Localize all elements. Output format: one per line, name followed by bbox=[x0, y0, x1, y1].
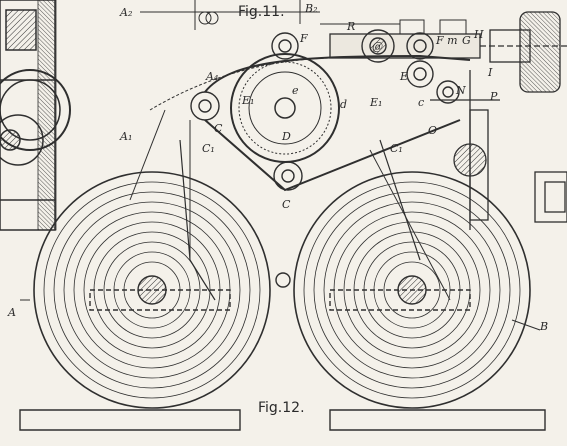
label-e: E bbox=[399, 70, 408, 83]
label-b2: B₂ bbox=[304, 2, 318, 15]
figure-11-caption: Fig.11. bbox=[238, 4, 285, 20]
top-rollers bbox=[271, 29, 460, 104]
coil-a bbox=[33, 171, 271, 409]
label-b-right: B bbox=[539, 320, 548, 333]
label-d: d bbox=[340, 98, 347, 111]
label-a-circle: @ bbox=[372, 40, 383, 53]
label-c-bottom: C bbox=[282, 198, 291, 211]
figure-12-caption: Fig.12. bbox=[258, 400, 305, 416]
label-c-left: C bbox=[214, 122, 223, 135]
label-p: P bbox=[489, 90, 498, 103]
label-c1-left: C₁ bbox=[202, 142, 215, 155]
label-e1-right: E₁ bbox=[369, 96, 382, 109]
frame-base bbox=[19, 272, 546, 431]
label-a2: A₂ bbox=[119, 6, 132, 19]
drum-d bbox=[230, 53, 340, 163]
label-o: O bbox=[428, 124, 437, 137]
label-e-small: e bbox=[292, 84, 299, 97]
label-c1-right: C₁ bbox=[390, 142, 403, 155]
label-a1: A₁ bbox=[119, 130, 132, 143]
label-f-top: F bbox=[299, 32, 308, 45]
label-h: H bbox=[473, 28, 484, 41]
fig11-machine bbox=[0, 0, 71, 231]
label-i: I bbox=[487, 66, 493, 79]
part-labels: A₂ B₂ F R @ F m G H I A₄ E E₁ e d E₁ c N… bbox=[7, 2, 548, 333]
top-frame bbox=[140, 0, 467, 35]
label-g: G bbox=[462, 34, 471, 47]
label-a: A bbox=[7, 306, 16, 319]
label-d-drum: D bbox=[281, 130, 291, 143]
web-path bbox=[129, 54, 471, 301]
label-e1-left: E₁ bbox=[241, 94, 254, 107]
right-assembly bbox=[329, 11, 567, 230]
label-n: N bbox=[455, 84, 466, 97]
label-fm: F m bbox=[435, 34, 458, 47]
label-c-right: c bbox=[418, 96, 424, 109]
label-a4: A₄ bbox=[205, 70, 218, 83]
label-r: R bbox=[346, 20, 355, 33]
